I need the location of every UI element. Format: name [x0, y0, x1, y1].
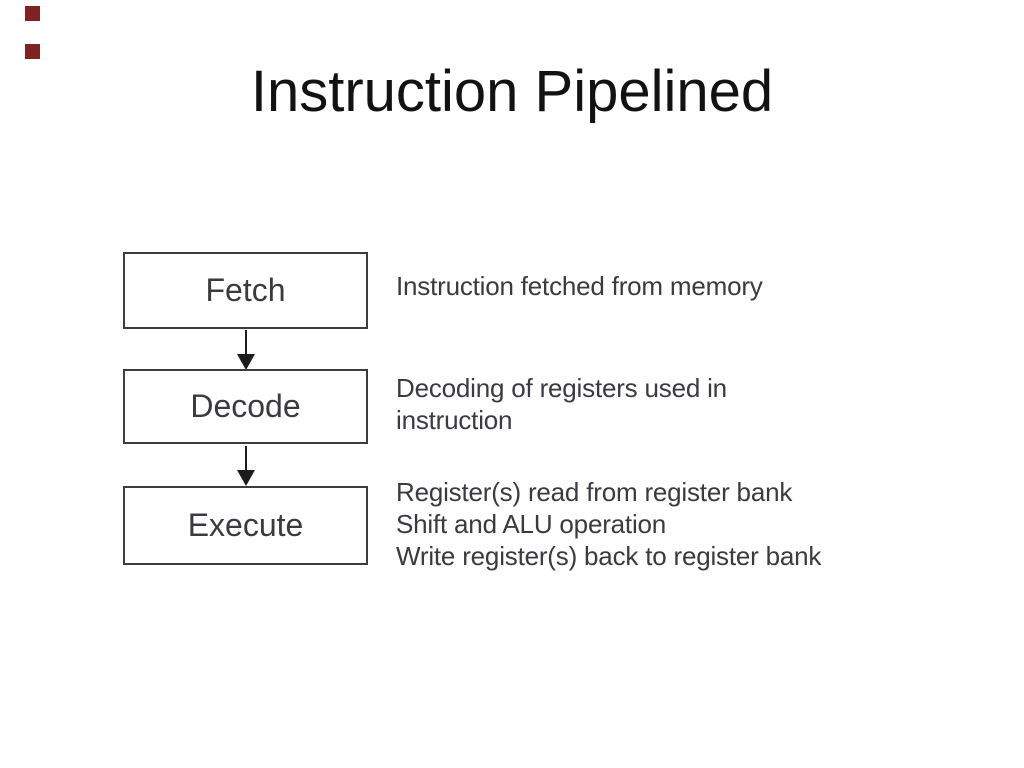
arrow-decode-to-execute — [236, 446, 256, 486]
arrow-down-icon — [237, 354, 255, 370]
desc-line: Shift and ALU operation — [396, 509, 667, 539]
arrow-down-icon — [237, 470, 255, 486]
stage-box-fetch: Fetch — [123, 252, 368, 329]
stage-desc-execute: Register(s) read from register bank Shif… — [396, 476, 956, 572]
corner-accent-square-bottom — [25, 44, 40, 59]
arrow-shaft — [245, 330, 247, 354]
desc-line: Decoding of registers used in — [396, 373, 727, 403]
arrow-shaft — [245, 446, 247, 470]
desc-line: Write register(s) back to register bank — [396, 541, 822, 571]
stage-label-decode: Decode — [190, 388, 301, 424]
desc-line: Register(s) read from register bank — [396, 477, 793, 507]
stage-box-execute: Execute — [123, 486, 368, 565]
arrow-fetch-to-decode — [236, 330, 256, 370]
desc-line: instruction — [396, 405, 513, 435]
stage-label-execute: Execute — [187, 507, 304, 543]
stage-desc-fetch: Instruction fetched from memory — [396, 270, 956, 302]
stage-label-fetch: Fetch — [205, 272, 286, 308]
corner-accent-square-top — [25, 6, 40, 21]
slide-title: Instruction Pipelined — [250, 59, 774, 124]
stage-desc-decode: Decoding of registers used in instructio… — [396, 372, 956, 436]
stage-box-decode: Decode — [123, 369, 368, 444]
desc-line: Instruction fetched from memory — [396, 271, 763, 301]
